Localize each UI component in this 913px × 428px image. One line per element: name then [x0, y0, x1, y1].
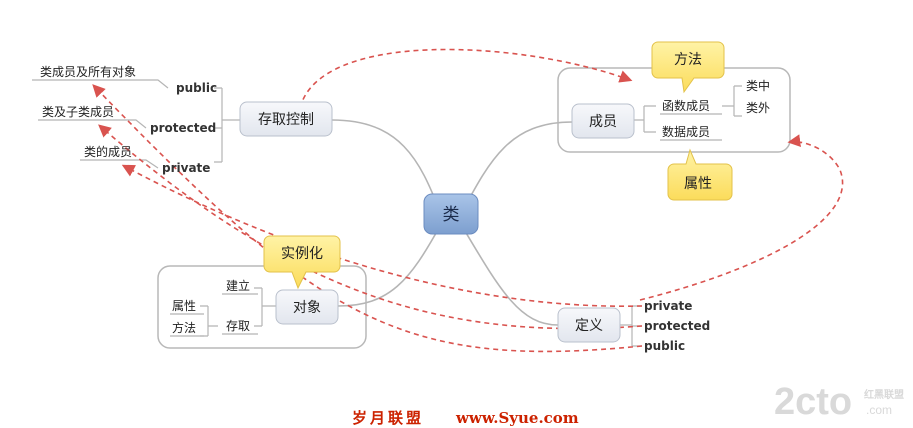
access-control-label: 存取控制	[258, 112, 314, 128]
arrow-definition-to-members	[639, 134, 844, 301]
members-outside-label: 类外	[746, 101, 770, 115]
access-keyword-private: private	[162, 161, 210, 175]
watermark-site-cn: 岁月联盟	[352, 409, 424, 427]
access-meaning-public: 类成员及所有对象	[40, 65, 136, 79]
attribute-callout: 属性	[667, 148, 733, 201]
access-meaning-protected: 类及子类成员	[42, 105, 114, 119]
object-branches	[170, 287, 276, 337]
logo-com-text: .com	[866, 403, 892, 417]
access-keyword-protected: protected	[150, 121, 216, 135]
method-callout-label: 方法	[674, 52, 702, 68]
definition-keyword-private: private	[644, 299, 692, 313]
branch-to-access	[331, 119, 441, 213]
object-label: 对象	[293, 300, 321, 316]
access-meaning-private: 类的成员	[84, 144, 132, 159]
attribute-callout-label: 属性	[684, 176, 712, 192]
relation-arrows	[92, 48, 844, 353]
object-node[interactable]: 对象	[275, 289, 339, 325]
access-control-node[interactable]: 存取控制	[239, 101, 333, 137]
members-inside-label: 类中	[746, 78, 770, 93]
definition-keyword-public: public	[644, 339, 685, 353]
branch-to-members	[461, 121, 573, 213]
members-node[interactable]: 成员	[571, 103, 635, 139]
object-attribute-label: 属性	[172, 299, 196, 313]
access-branches	[32, 79, 240, 169]
center-class-node[interactable]: 类	[423, 193, 479, 235]
members-label: 成员	[589, 114, 617, 130]
definition-keyword-protected: protected	[644, 319, 710, 333]
method-callout: 方法	[651, 41, 725, 94]
members-functions-label: 函数成员	[662, 98, 710, 113]
logo-cn-text: 红黑联盟	[864, 388, 904, 401]
object-method-label: 方法	[172, 320, 196, 335]
arrow-access-to-members	[299, 48, 633, 109]
arrow-private-to-class-members	[121, 164, 643, 308]
arrow-public-to-all-objects	[92, 84, 643, 353]
instantiation-callout-label: 实例化	[281, 246, 323, 262]
members-branches	[634, 85, 742, 141]
instantiation-callout: 实例化	[263, 235, 341, 290]
object-access-label: 存取	[226, 319, 250, 333]
watermark-site-url: www.Syue.com	[455, 409, 579, 427]
access-keyword-public: public	[176, 81, 217, 95]
definition-node[interactable]: 定义	[557, 307, 621, 343]
arrow-protected-to-subclass	[98, 124, 643, 330]
watermark-logo: 2cto 红黑联盟 .com	[774, 381, 904, 423]
object-group-frame	[157, 265, 367, 349]
branch-to-object	[337, 225, 441, 307]
members-data-label: 数据成员	[662, 124, 710, 139]
object-create-label: 建立	[226, 278, 250, 293]
definition-label: 定义	[575, 318, 603, 334]
branch-to-definition	[461, 225, 559, 326]
logo-main-text: 2cto	[774, 381, 852, 423]
center-class-label: 类	[443, 205, 460, 225]
